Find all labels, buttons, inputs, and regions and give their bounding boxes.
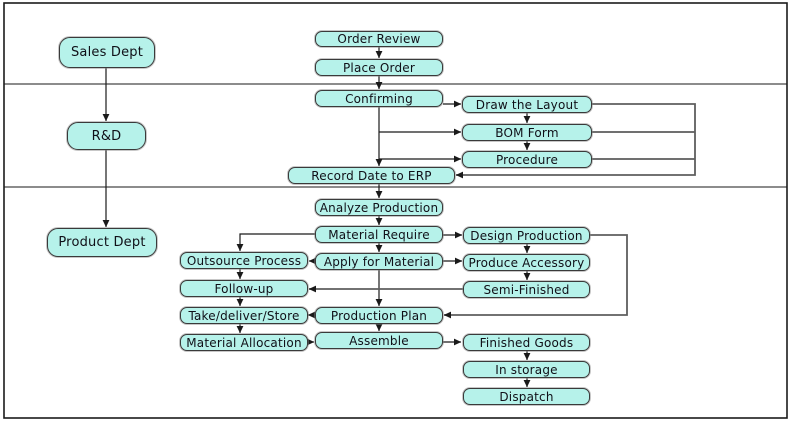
node-record-erp: Record Date to ERP [288, 167, 455, 184]
node-semi-finished: Semi-Finished [463, 281, 590, 298]
connector-materialrequire-to-outsource [236, 233, 315, 252]
node-dispatch: Dispatch [463, 388, 590, 405]
node-follow-up: Follow-up [180, 280, 308, 297]
node-finished-goods: Finished Goods [463, 334, 590, 351]
node-design-production: Design Production [463, 227, 590, 244]
node-material-allocation: Material Allocation [180, 334, 308, 351]
node-confirming: Confirming [315, 90, 443, 107]
node-draw-layout: Draw the Layout [462, 96, 592, 113]
node-production-plan: Production Plan [315, 307, 443, 324]
node-analyze-production: Analyze Production [315, 199, 443, 216]
node-in-storage: In storage [463, 361, 590, 378]
node-apply-material: Apply for Material [315, 253, 443, 270]
connector-design-to-productionplan [443, 234, 628, 319]
swimlane-frame [3, 2, 788, 419]
connector-layout-return-to-recorderp [455, 103, 696, 179]
node-order-review: Order Review [315, 31, 443, 47]
node-rnd: R&D [67, 122, 146, 150]
node-bom-form: BOM Form [462, 124, 592, 141]
node-assemble: Assemble [315, 332, 443, 349]
node-sales-dept: Sales Dept [59, 37, 155, 68]
node-place-order: Place Order [315, 59, 443, 76]
node-take-deliver-store: Take/deliver/Store [180, 307, 308, 324]
node-produce-accessory: Produce Accessory [463, 254, 590, 271]
node-product-dept: Product Dept [47, 228, 157, 257]
node-outsource-process: Outsource Process [180, 252, 308, 269]
node-material-require: Material Require [315, 226, 443, 243]
node-procedure: Procedure [462, 151, 592, 168]
